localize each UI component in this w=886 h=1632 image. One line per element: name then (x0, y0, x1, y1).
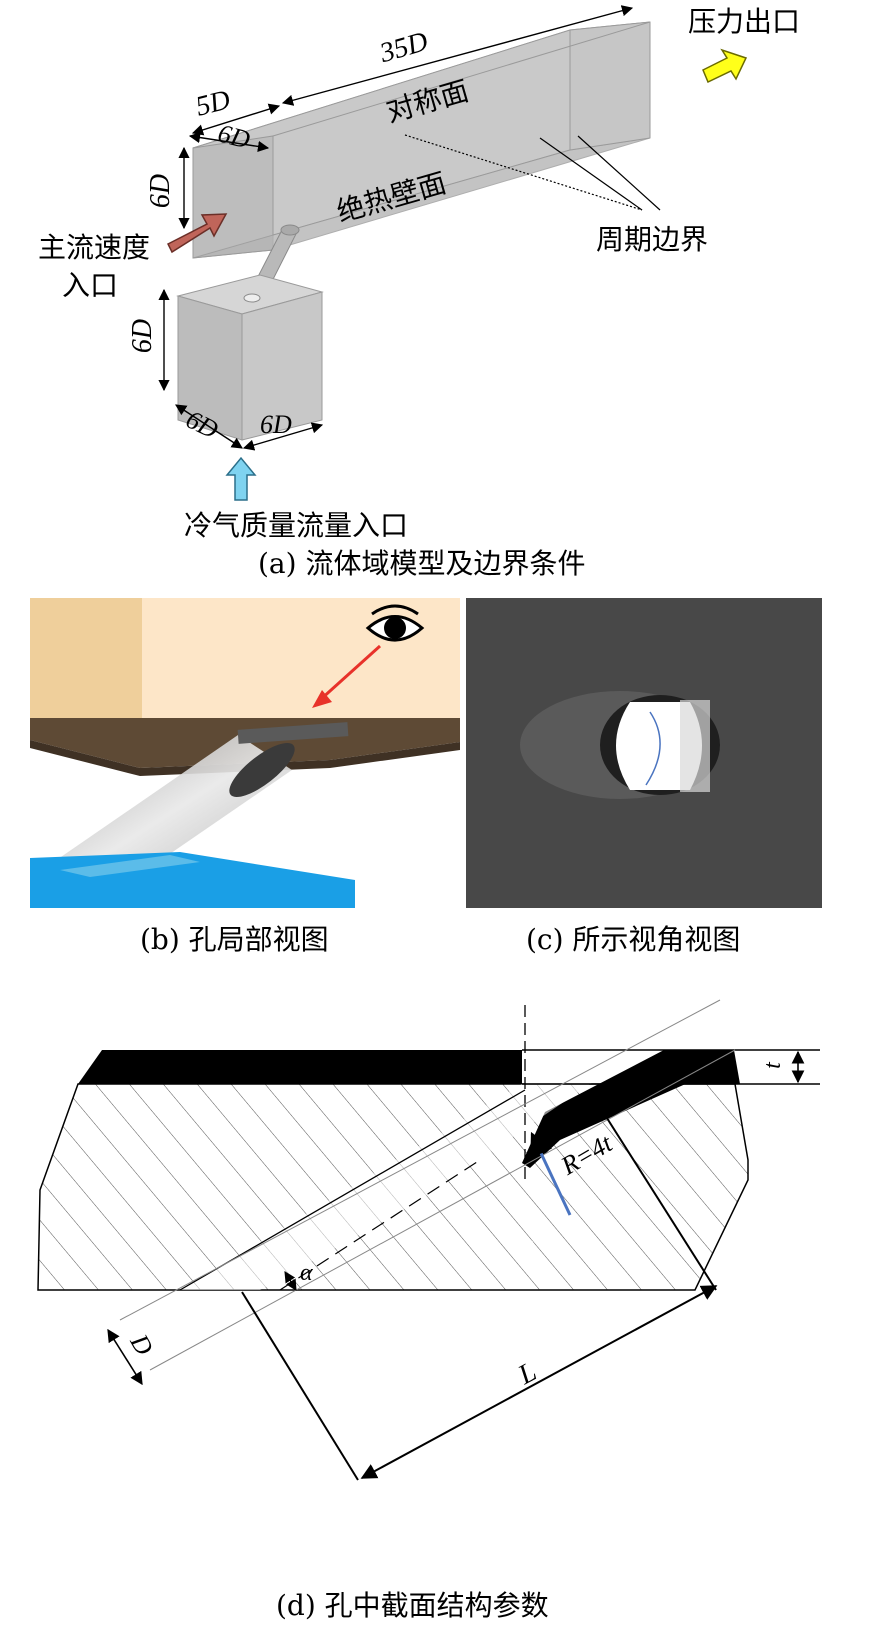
caption-c: (c) 所示视角视图 (526, 923, 741, 956)
dim-ext-l-right (604, 1114, 717, 1291)
label-mainflow-inlet-2: 入口 (62, 269, 119, 302)
label-mainflow-inlet-1: 主流速度 (38, 231, 151, 264)
dim-ext-l-left (241, 1291, 359, 1481)
periodic-leader-3 (577, 135, 661, 211)
dim-line-d (107, 1328, 143, 1386)
periodic-leader-2 (539, 137, 643, 211)
label-t: t (759, 1062, 786, 1069)
label-6d-height: 6D (145, 173, 177, 209)
caption-b: (b) 孔局部视图 (140, 923, 329, 956)
dim-line-6d-top (188, 131, 270, 153)
dim-line-5d (191, 103, 281, 136)
dim-line-35d (281, 5, 634, 106)
dim-line-plenum-w2 (242, 422, 324, 451)
alpha-arc (284, 1271, 297, 1291)
view-direction-arrow (318, 644, 382, 702)
hole-section-diagram (37, 999, 820, 1371)
dim-line-l (360, 1285, 718, 1479)
caption-a: (a) 流体域模型及边界条件 (258, 547, 586, 580)
label-periodic-boundary: 周期边界 (596, 223, 709, 256)
eye-icon (365, 604, 425, 642)
label-plenum-height: 6D (127, 318, 159, 354)
label-alpha: α (300, 1260, 313, 1286)
hole-inlet (243, 293, 261, 303)
view-direction-arrowhead (312, 690, 332, 708)
hole-local-view (30, 598, 460, 908)
caption-d: (d) 孔中截面结构参数 (276, 1589, 549, 1622)
coolant-inlet-arrow (225, 456, 257, 501)
label-pressure-outlet: 压力出口 (688, 5, 801, 38)
label-coolant-inlet: 冷气质量流量入口 (184, 509, 409, 542)
pressure-outlet-arrow (702, 48, 748, 84)
periodic-leader-1 (404, 134, 643, 211)
radius-arrow (530, 1131, 572, 1216)
mainflow-inlet-arrow (166, 213, 228, 254)
dim-line-plenum-w1 (175, 404, 243, 449)
hole-exit (280, 224, 300, 236)
label-plenum-w2: 6D (260, 410, 292, 439)
viewed-angle-view (466, 598, 822, 908)
